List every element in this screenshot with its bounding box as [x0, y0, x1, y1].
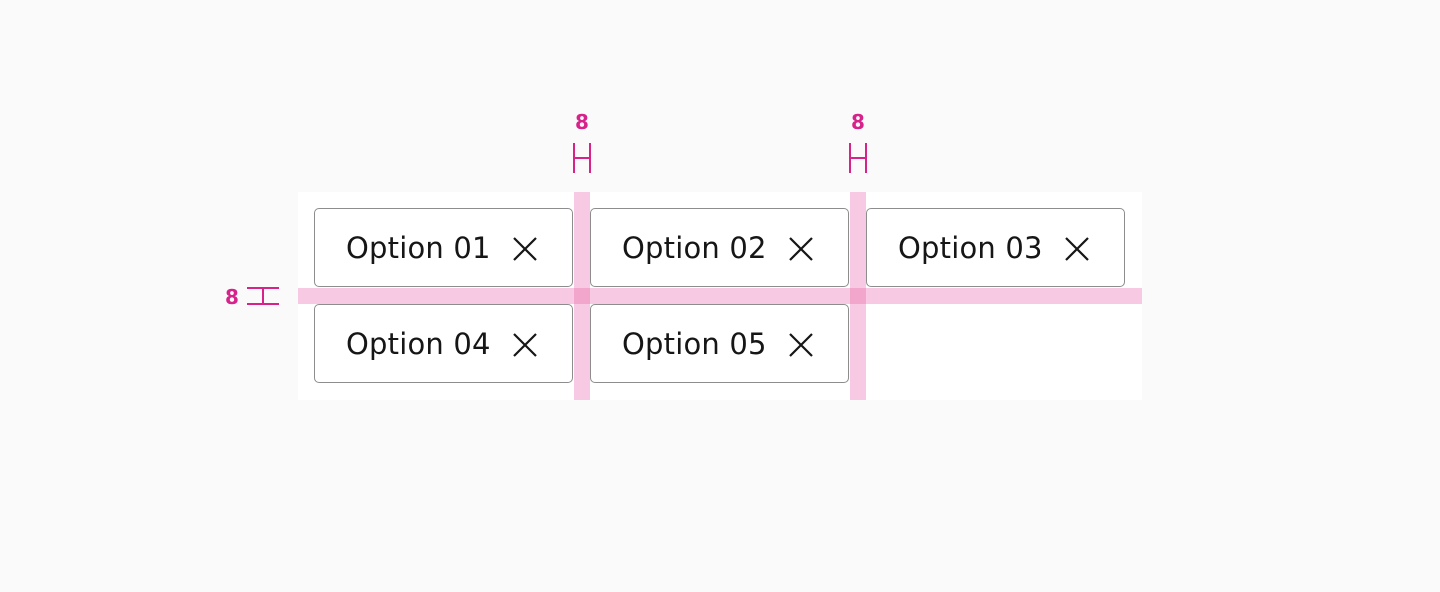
chip-option-04[interactable]: Option 04: [314, 304, 573, 383]
column-gap-value-2: 8: [851, 110, 865, 134]
chip-label: Option 05: [622, 326, 767, 361]
close-icon[interactable]: [1063, 235, 1091, 263]
gap-intersection-1: [574, 288, 590, 304]
chip-label: Option 04: [346, 326, 491, 361]
gap-intersection-2: [850, 288, 866, 304]
chip-label: Option 03: [898, 230, 1043, 265]
close-icon[interactable]: [511, 331, 539, 359]
horizontal-measure-icon: [573, 143, 591, 173]
chip-option-05[interactable]: Option 05: [590, 304, 849, 383]
chip-option-02[interactable]: Option 02: [590, 208, 849, 287]
row-gap-band: [298, 288, 1142, 304]
close-icon[interactable]: [787, 331, 815, 359]
close-icon[interactable]: [787, 235, 815, 263]
column-gap-value-1: 8: [575, 110, 589, 134]
close-icon[interactable]: [511, 235, 539, 263]
chip-label: Option 02: [622, 230, 767, 265]
vertical-measure-icon: [247, 287, 279, 305]
horizontal-measure-icon: [849, 143, 867, 173]
chip-label: Option 01: [346, 230, 491, 265]
row-gap-value: 8: [225, 285, 239, 309]
chip-option-01[interactable]: Option 01: [314, 208, 573, 287]
chip-option-03[interactable]: Option 03: [866, 208, 1125, 287]
